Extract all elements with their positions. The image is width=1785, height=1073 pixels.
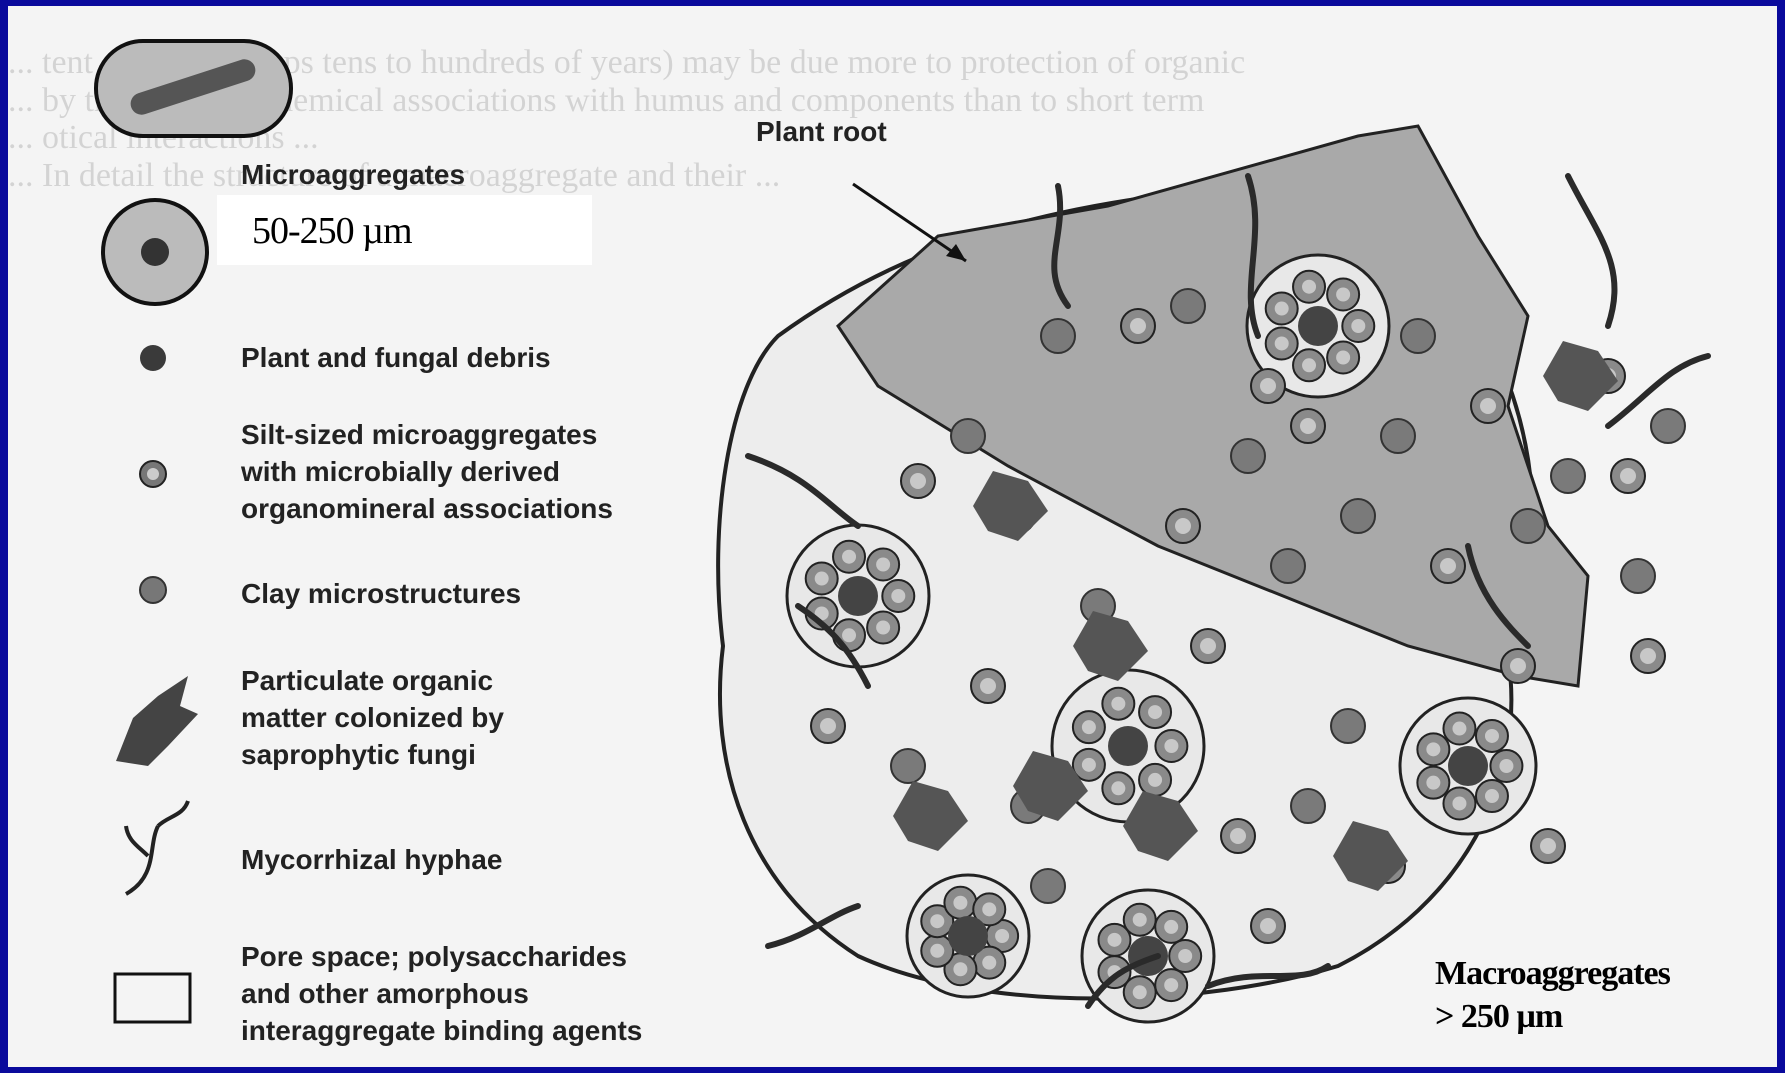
- pom-line: matter colonized by: [241, 699, 504, 736]
- silt-line: organomineral associations: [241, 490, 613, 527]
- hyphae-icon: [126, 801, 188, 894]
- macro-line: > 250 µm: [1435, 995, 1670, 1038]
- pore-line: and other amorphous: [241, 975, 642, 1012]
- clay-particle: [1331, 709, 1365, 743]
- hypha: [1568, 176, 1614, 326]
- debris-particle: [1448, 746, 1488, 786]
- clay-particle: [1031, 869, 1065, 903]
- legend-pore-label: Pore space; polysaccharides and other am…: [241, 938, 642, 1049]
- debris-particle: [1108, 726, 1148, 766]
- debris-icon: [140, 345, 166, 371]
- debris-particle: [948, 916, 988, 956]
- macroaggregates-label: Macroaggregates > 250 µm: [1435, 952, 1670, 1038]
- clay-particle: [1231, 439, 1265, 473]
- debris-particle: [1298, 306, 1338, 346]
- clay-particle: [1041, 319, 1075, 353]
- pore-icon: [115, 974, 190, 1022]
- silt-icon: [140, 461, 166, 487]
- legend-pom-label: Particulate organic matter colonized by …: [241, 662, 504, 773]
- debris-particle: [1128, 936, 1168, 976]
- pom-line: saprophytic fungi: [241, 736, 504, 773]
- scale-label: 50-250 µm: [252, 209, 412, 253]
- plant-root-label: Plant root: [756, 116, 887, 148]
- legend-microaggregates-label: Microaggregates: [241, 156, 465, 193]
- clay-particle: [1291, 789, 1325, 823]
- clay-particle: [891, 749, 925, 783]
- macro-line: Macroaggregates: [1435, 952, 1670, 995]
- legend-hyphae-label: Mycorrhizal hyphae: [241, 841, 502, 878]
- silt-line: Silt-sized microaggregates: [241, 416, 613, 453]
- clay-particle: [1381, 419, 1415, 453]
- pore-line: interaggregate binding agents: [241, 1012, 642, 1049]
- clay-particle: [1651, 409, 1685, 443]
- plant-root-pointer: [853, 184, 966, 261]
- pom-particle: [1543, 341, 1618, 411]
- clay-particle: [1401, 319, 1435, 353]
- clay-particle: [1621, 559, 1655, 593]
- legend-debris-label: Plant and fungal debris: [241, 339, 551, 376]
- legend-clay-label: Clay microstructures: [241, 575, 521, 612]
- legend-silt-label: Silt-sized microaggregates with microbia…: [241, 416, 613, 527]
- clay-particle: [1271, 549, 1305, 583]
- slide-frame: ... tent agents (perhaps tens to hundred…: [8, 6, 1777, 1067]
- pom-line: Particulate organic: [241, 662, 504, 699]
- pom-icon: [116, 676, 198, 766]
- silt-line: with microbially derived: [241, 453, 613, 490]
- clay-particle: [951, 419, 985, 453]
- clay-icon: [140, 577, 166, 603]
- clay-particle: [1341, 499, 1375, 533]
- scale-label-box: 50-250 µm: [217, 195, 592, 265]
- debris-particle: [838, 576, 878, 616]
- clay-particle: [1551, 459, 1585, 493]
- clay-particle: [1171, 289, 1205, 323]
- pore-line: Pore space; polysaccharides: [241, 938, 642, 975]
- clay-particle: [1511, 509, 1545, 543]
